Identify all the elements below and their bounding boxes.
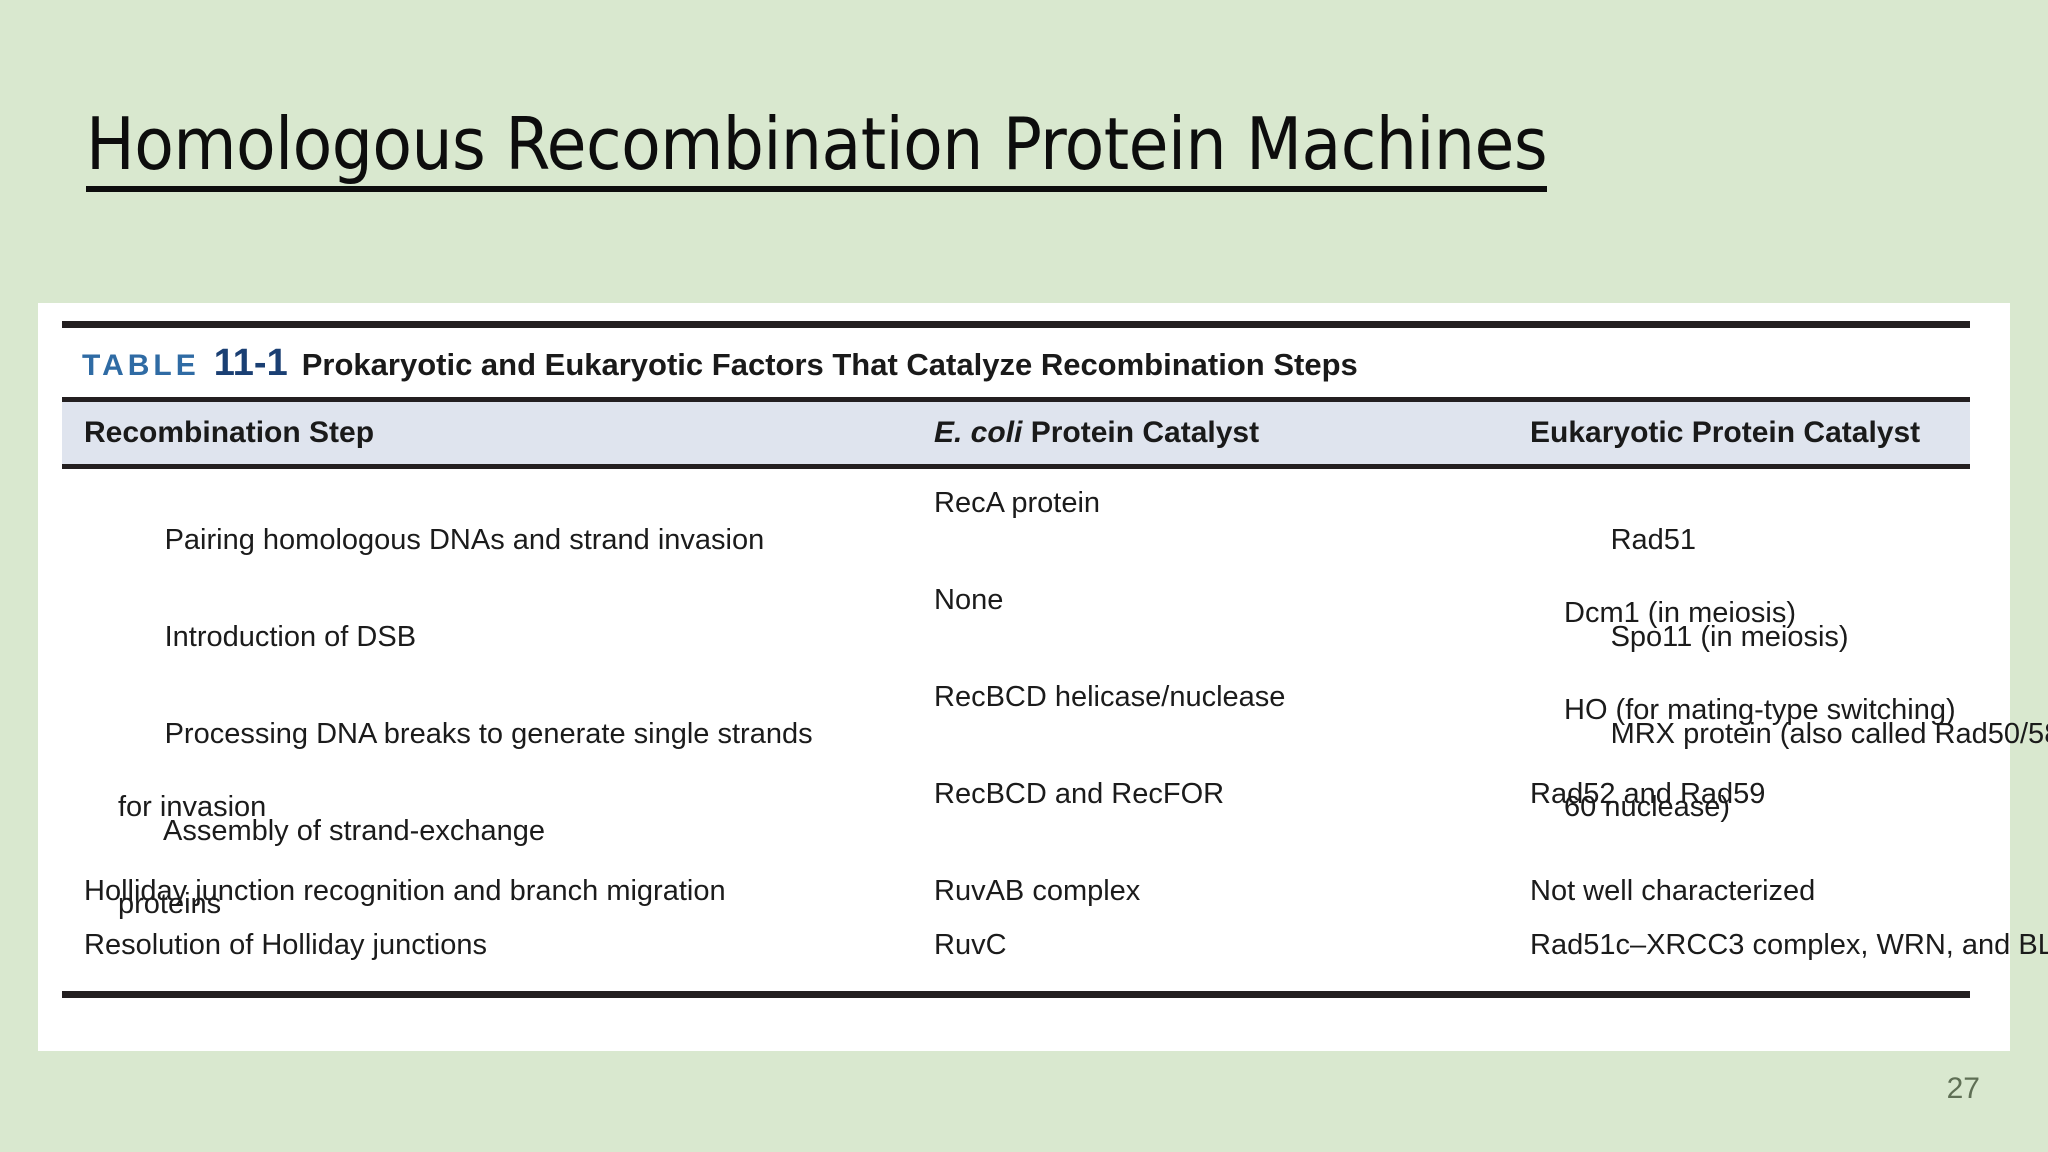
cell-step: Introduction of DSB [84,582,914,692]
cell-step: Assembly of strand-exchange proteins [84,776,914,997]
cell-ecoli: None [934,584,1004,616]
cell-ecoli: RecA protein [934,487,1101,519]
table-row: Holliday junction recognition and branch… [62,873,1970,927]
cell-step-line2: proteins [118,888,222,921]
slide-page-number: 27 [1946,1072,1980,1105]
cell-eukaryotic: Not well characterized [1530,875,1816,907]
cell-euk-line1: Spo11 (in meiosis) [1610,620,1849,653]
caption-number: 11-1 [213,342,288,384]
table-row: Pairing homologous DNAs and strand invas… [62,485,1970,629]
cell-eukaryotic: MRX protein (also called Rad50/58/ 60 nu… [1530,679,2048,900]
cell-step: Processing DNA breaks to generate single… [84,679,914,900]
cell-step-line1: Processing DNA breaks to generate single… [164,717,813,750]
table-row: Assembly of strand-exchange proteins Rec… [62,776,1970,920]
cell-step-line1: Introduction of DSB [164,620,417,653]
table-body: Pairing homologous DNAs and strand invas… [62,469,2048,981]
cell-eukaryotic: Rad52 and Rad59 [1530,778,1766,810]
table-row: Processing DNA breaks to generate single… [62,679,2048,823]
cell-eukaryotic: Spo11 (in meiosis) HO (for mating-type s… [1530,582,1970,803]
column-header-ecoli-protein-catalyst: E. coli Protein Catalyst [934,416,1259,450]
header-top-rule [62,397,1970,402]
cell-step-line1: Pairing homologous DNAs and strand invas… [164,523,765,556]
cell-euk-line2: Dcm1 (in meiosis) [1564,597,1797,630]
header-bottom-rule [62,464,1970,469]
column-header-ecoli-rest: Protein Catalyst [1022,416,1260,449]
cell-step-line1: Assembly of strand-exchange [162,814,546,847]
cell-ecoli: RuvC [934,929,1007,961]
table-figure-panel: TABLE 11-1 Prokaryotic and Eukaryotic Fact… [38,303,2048,1051]
column-header-ecoli-italic: E. coli [934,416,1023,449]
column-header-eukaryotic-protein-catalyst: Eukaryotic Protein Catalyst [1530,416,1921,449]
cell-ecoli: RecBCD and RecFOR [934,778,1225,810]
page-title: Homologous Recombination Protein Machine… [86,108,1548,192]
cell-euk-line1: Rad51 [1610,523,1697,556]
cell-eukaryotic: Rad51 Dcm1 (in meiosis) [1530,485,1970,706]
table-caption: TABLE 11-1 Prokaryotic and Eukaryotic Fact… [62,328,1970,397]
cell-step: Pairing homologous DNAs and strand invas… [84,485,914,595]
caption-label: TABLE [82,349,200,382]
table-bottom-rule [62,991,1970,998]
table-top-rule [62,321,1970,328]
cell-euk-line2: HO (for mating-type switching) [1564,694,1956,727]
table-header-row: Recombination Step E. coli Protein Catal… [62,402,1970,464]
column-header-recombination-step: Recombination Step [84,416,375,449]
table-row: Introduction of DSB None Spo11 (in meios… [62,582,1970,726]
cell-step: Resolution of Holliday junctions [84,929,487,961]
table-container: TABLE 11-1 Prokaryotic and Eukaryotic Fact… [62,303,2048,998]
cell-euk-line2: 60 nuclease) [1564,791,1731,824]
cell-ecoli: RecBCD helicase/nuclease [934,681,1286,713]
cell-eukaryotic: Rad51c–XRCC3 complex, WRN, and BLM [1530,929,2048,961]
caption-text: Prokaryotic and Eukaryotic Factors That … [301,347,1358,382]
cell-step-line2: for invasion [118,791,267,824]
table-row: Resolution of Holliday junctions RuvC Ra… [62,927,2048,981]
cell-euk-line1: MRX protein (also called Rad50/58/ [1610,717,2048,750]
cell-step: Holliday junction recognition and branch… [84,875,726,907]
cell-ecoli: RuvAB complex [934,875,1141,907]
